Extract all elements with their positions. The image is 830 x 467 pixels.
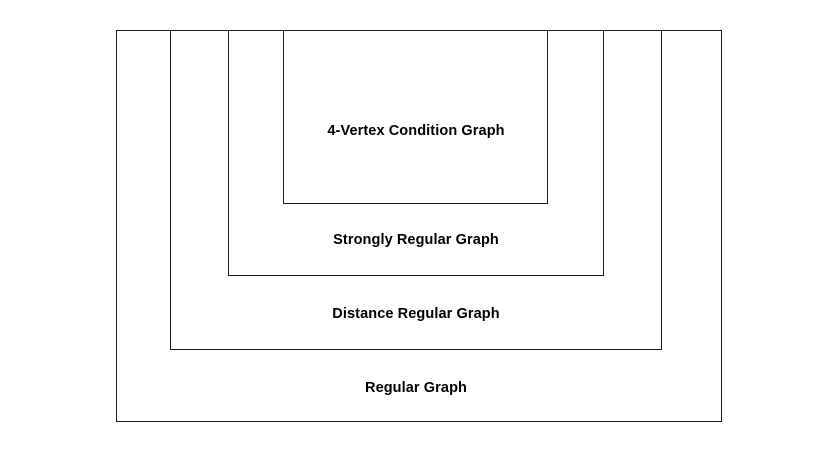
label-strongly-regular-graph: Strongly Regular Graph xyxy=(333,231,499,248)
label-distance-regular-graph: Distance Regular Graph xyxy=(332,305,500,322)
label-4-vertex-condition-graph: 4-Vertex Condition Graph xyxy=(327,122,505,139)
region-4-vertex-condition-graph xyxy=(283,30,548,204)
label-regular-graph: Regular Graph xyxy=(364,379,468,396)
